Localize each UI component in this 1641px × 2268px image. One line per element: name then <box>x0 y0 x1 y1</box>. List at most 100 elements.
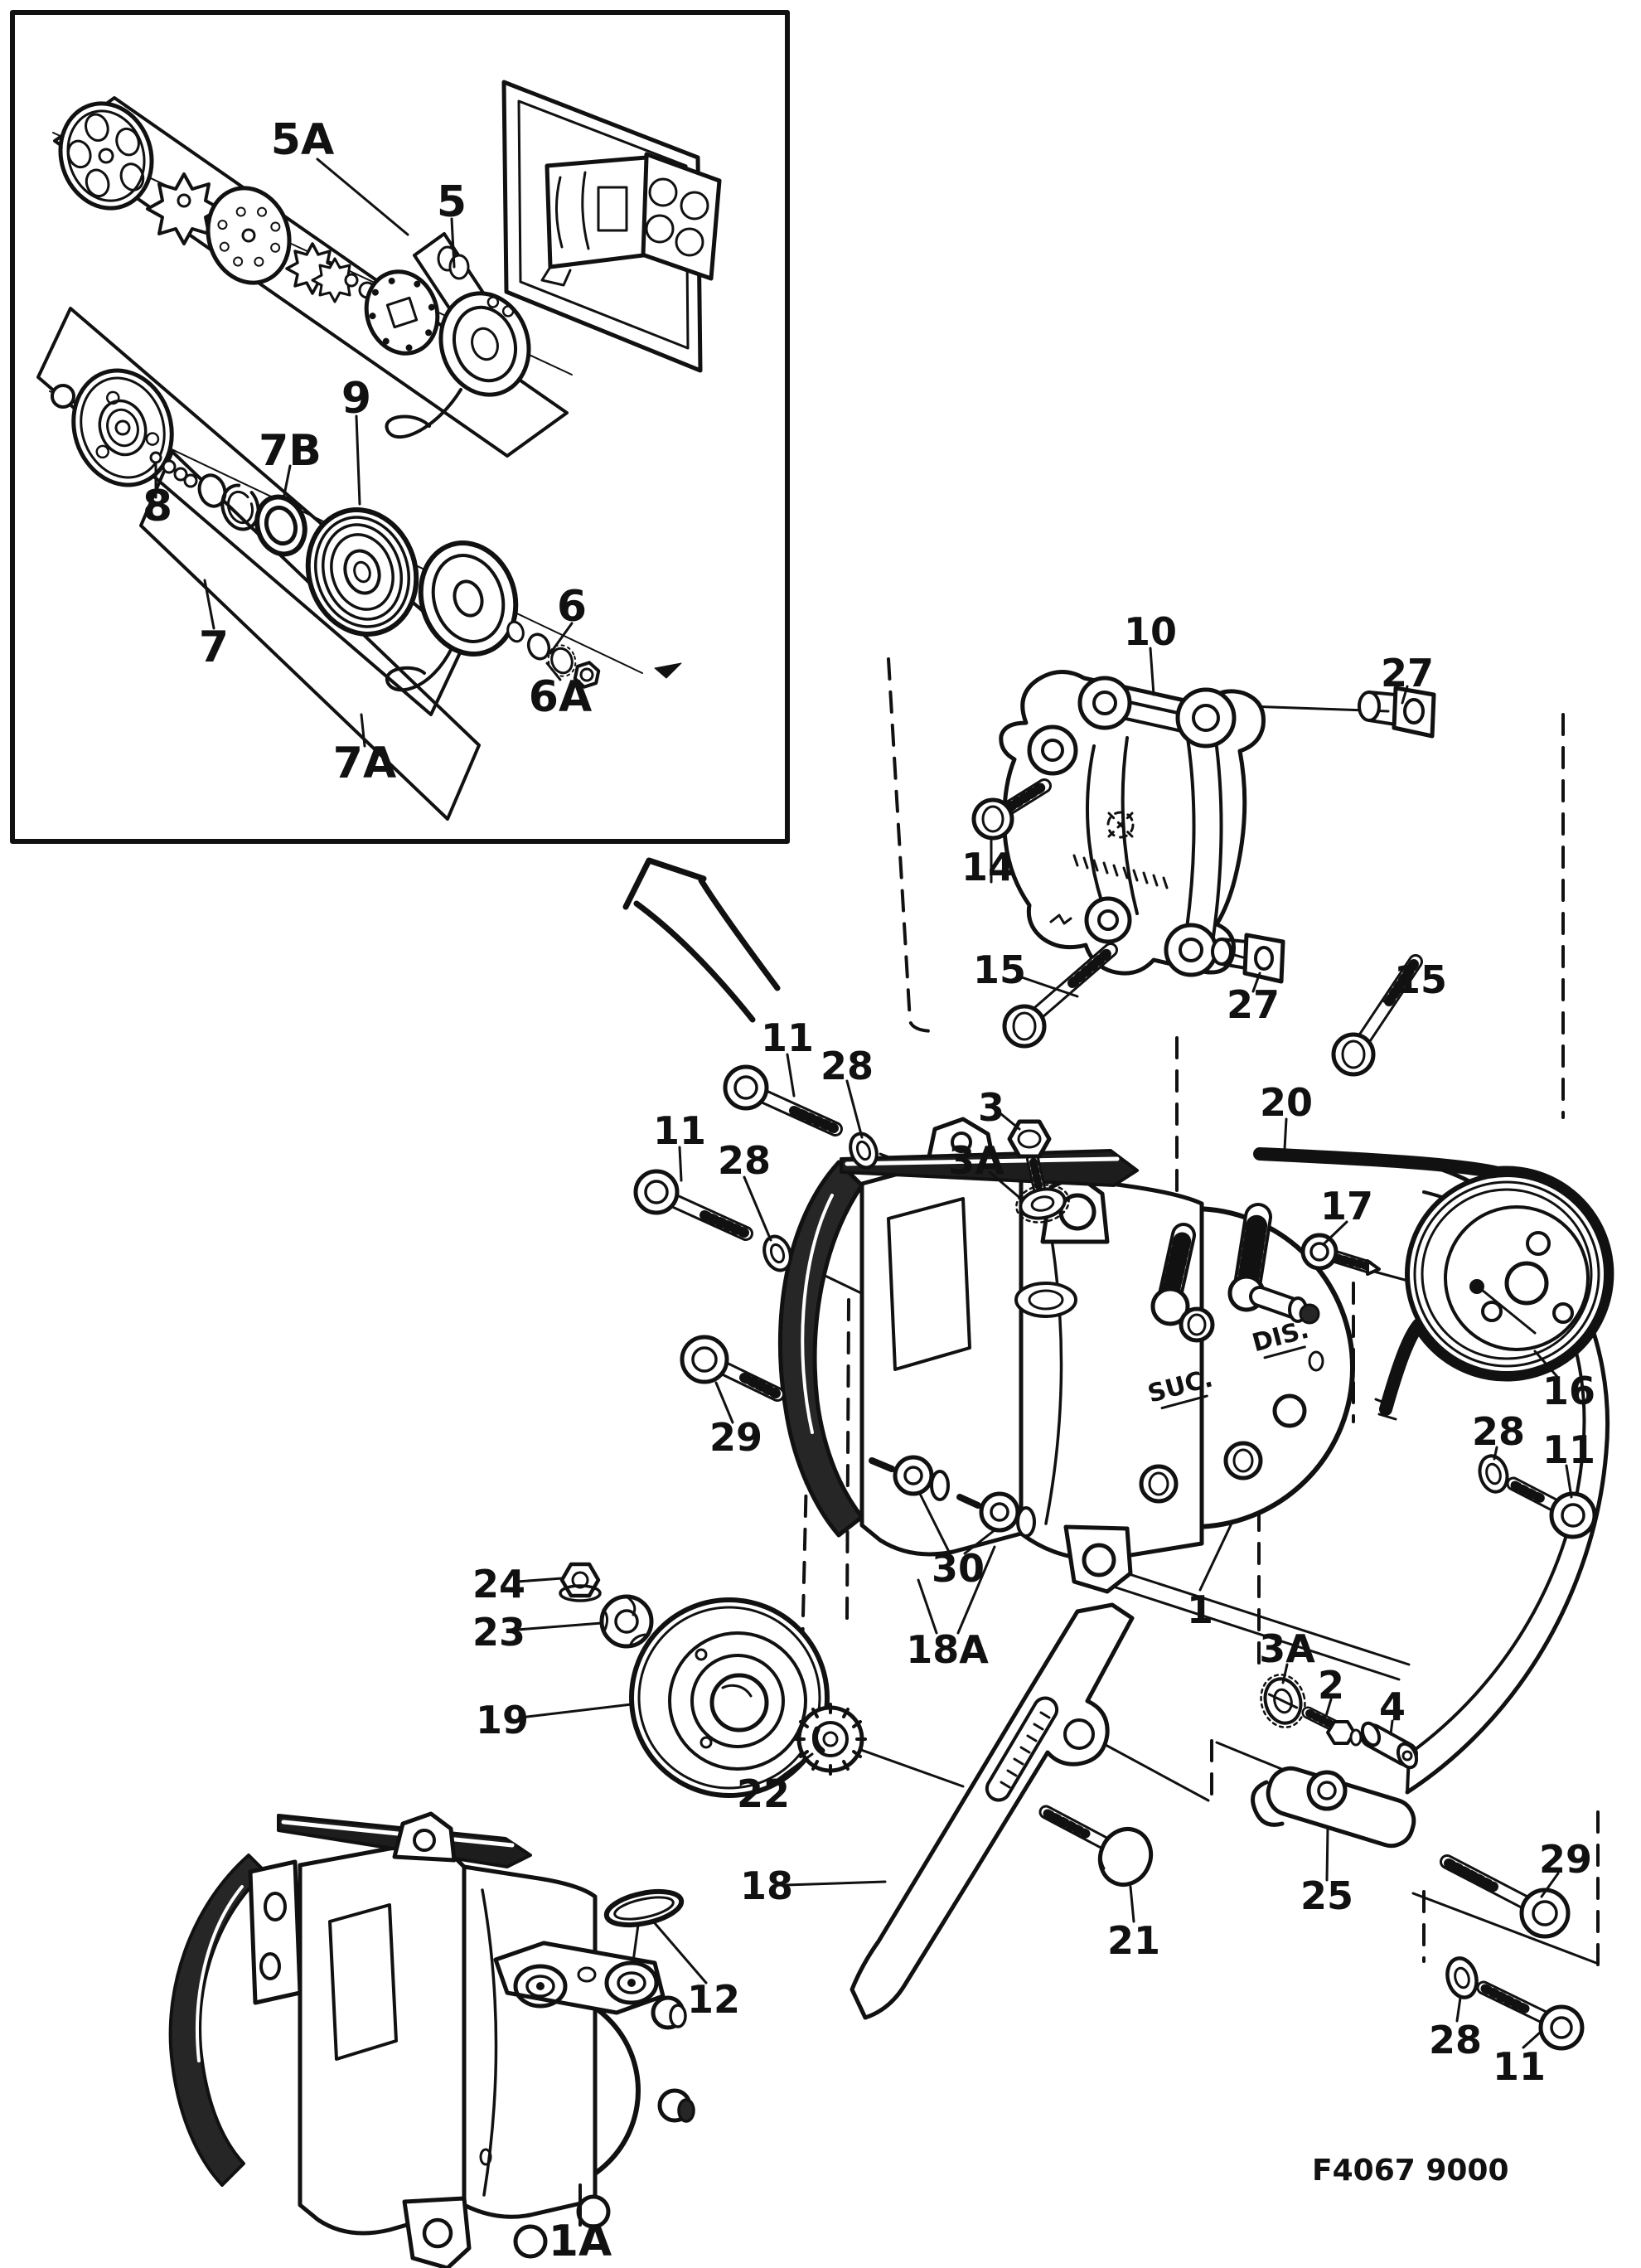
clutch-front-plate <box>58 101 154 211</box>
bolt-11-second <box>633 1169 753 1241</box>
valve-2 <box>1301 1706 1363 1747</box>
clutch-wave-springs <box>285 242 376 303</box>
compressor-1: SUC. DIS. <box>777 1117 1355 1594</box>
callout-21: 21 <box>1107 1918 1160 1963</box>
callout-3: 3 <box>978 1085 1004 1130</box>
callout-16: 16 <box>1542 1369 1595 1413</box>
washer-28-bottom <box>1445 1956 1479 1999</box>
crank-pulley-16 <box>1405 1172 1609 1376</box>
idler-pulley-19 <box>629 1597 830 1798</box>
inset-clutch-exploded-view: 5A 5 9 7B 8 7 6 6A 7A <box>10 10 790 844</box>
belt-cut-end <box>1374 1398 1397 1421</box>
bolt-21 <box>1038 1805 1154 1923</box>
washer-28-top-inner <box>855 1140 872 1161</box>
bracket-25 <box>1251 1766 1416 1849</box>
panel-7 <box>36 307 465 716</box>
inset-compressor-thumbnail <box>501 80 722 373</box>
callout-12: 12 <box>687 1977 740 2022</box>
bolt-3 <box>1007 1119 1052 1195</box>
callout-30: 30 <box>932 1546 985 1591</box>
callout-11-second: 11 <box>653 1108 706 1153</box>
bolt-14 <box>971 778 1052 841</box>
screw-17 <box>1300 1233 1381 1276</box>
top-rail <box>840 1149 1139 1187</box>
bolt-29-right <box>1440 1854 1571 1939</box>
callout-28-second: 28 <box>718 1138 771 1183</box>
snap-ring <box>220 483 260 531</box>
filler-port <box>1014 1282 1077 1318</box>
clutch-pulley-disc <box>206 186 292 285</box>
clutch-spring-star <box>146 172 222 245</box>
panel-7A <box>139 450 481 821</box>
callout-27-top: 27 <box>1381 651 1434 695</box>
callout-3A-top: 3A <box>948 1138 1004 1183</box>
washer-3A-top <box>1015 1184 1070 1224</box>
callout-18A: 18A <box>906 1627 989 1672</box>
inset-frame <box>10 10 790 844</box>
sleeve-4 <box>1360 1721 1419 1770</box>
shim-ring <box>197 473 227 508</box>
bolt-15-left <box>1002 943 1118 1049</box>
callout-20: 20 <box>1260 1080 1313 1125</box>
main-exploded-view: SUC. DIS. <box>472 609 1614 2089</box>
callout-19: 19 <box>476 1698 529 1742</box>
callout-6: 6 <box>557 582 587 632</box>
callout-17: 17 <box>1320 1184 1373 1228</box>
stud-nuts-30 <box>869 1455 1036 1538</box>
mounting-bracket-10 <box>999 670 1266 977</box>
bolt-11-bottom <box>1476 1980 1585 2051</box>
drive-plate-7 <box>71 368 174 487</box>
flange-nut-24 <box>559 1562 602 1602</box>
callout-8: 8 <box>143 482 172 531</box>
callout-28-bottom: 28 <box>1429 2018 1482 2062</box>
inset-leaders <box>154 158 574 748</box>
callout-11-bottom: 11 <box>1493 2044 1546 2089</box>
washer-3A-bottom <box>1260 1674 1306 1728</box>
callout-1: 1 <box>1187 1587 1213 1632</box>
callout-24: 24 <box>472 1562 525 1606</box>
clutch-coil-assembly <box>438 291 531 397</box>
bolt-15-right <box>1331 954 1423 1077</box>
axis-arrow-tip <box>654 662 682 679</box>
coil-wire <box>385 388 462 439</box>
compressor-assembly-1A: 1A <box>168 1811 708 2268</box>
callout-25: 25 <box>1300 1873 1353 1918</box>
callout-18: 18 <box>740 1863 793 1908</box>
filler-port-inner <box>1028 1289 1064 1311</box>
callout-7: 7 <box>199 623 229 672</box>
callout-9: 9 <box>341 374 371 424</box>
callout-28-top: 28 <box>820 1044 874 1088</box>
retainer-23 <box>599 1594 654 1649</box>
grooved-pulley-9 <box>305 507 419 637</box>
callout-29-left: 29 <box>709 1415 762 1460</box>
callout-7B: 7B <box>259 426 322 476</box>
clutch-hub-disc <box>364 269 440 356</box>
callout-5A: 5A <box>271 115 334 165</box>
callout-2: 2 <box>1318 1663 1344 1708</box>
bolt-29-left <box>680 1335 785 1402</box>
bearing-22 <box>794 1703 867 1776</box>
coil-6-wire <box>385 647 453 692</box>
callout-11-top: 11 <box>761 1015 814 1060</box>
callout-27-bottom: 27 <box>1227 982 1280 1027</box>
callout-10: 10 <box>1124 609 1177 654</box>
callout-4: 4 <box>1379 1684 1406 1729</box>
callout-15-left: 15 <box>973 947 1026 992</box>
callout-6A: 6A <box>529 672 592 722</box>
washer-28-right <box>1478 1454 1509 1494</box>
callout-23: 23 <box>472 1610 525 1655</box>
callout-1A: 1A <box>549 2217 612 2266</box>
square-nut-27-bottom <box>1211 933 1285 984</box>
callout-22: 22 <box>737 1771 790 1816</box>
washer-28-top <box>849 1132 879 1170</box>
bolt-11-right <box>1506 1476 1597 1539</box>
callout-5: 5 <box>437 177 467 227</box>
reference-arrow <box>622 857 781 1023</box>
o-ring-12 <box>603 1888 685 1928</box>
shim-and-screw <box>437 245 470 280</box>
spacer-beads <box>149 451 198 488</box>
callout-15-right: 15 <box>1394 957 1447 1002</box>
callout-29-right: 29 <box>1539 1837 1592 1882</box>
